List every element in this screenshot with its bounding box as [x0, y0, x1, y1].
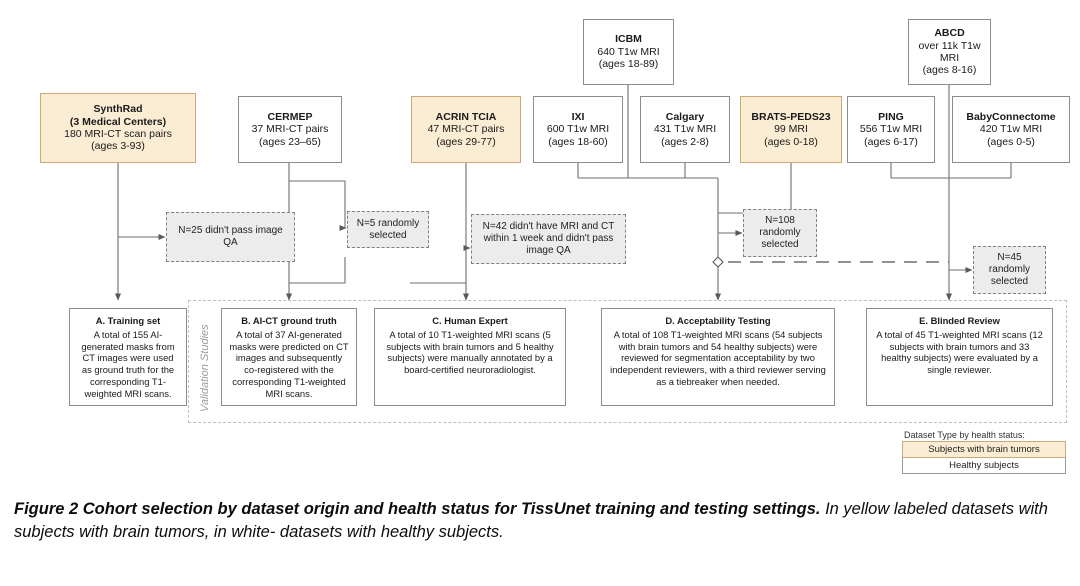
outcome-body: A total of 108 T1-weighted MRI scans (54…: [610, 328, 826, 387]
flowchart-canvas: SynthRad (3 Medical Centers) 180 MRI-CT …: [40, 19, 1070, 474]
outcome-box-ai-ct-ground-truth[interactable]: B. AI-CT ground truth A total of 37 AI-g…: [221, 308, 357, 406]
dataset-count: 600 T1w MRI: [546, 123, 610, 136]
dataset-title: PING: [878, 110, 904, 123]
outcome-body: A total of 37 AI-generated masks were pr…: [229, 328, 349, 399]
dataset-node-abcd[interactable]: ABCD over 11k T1w MRI (ages 8-16): [908, 19, 991, 85]
outcome-body: A total of 45 T1-weighted MRI scans (12 …: [876, 328, 1043, 375]
outcome-title: A. Training set: [95, 315, 161, 326]
dataset-title: BRATS-PEDS23: [751, 110, 831, 123]
dataset-node-acrin-tcia[interactable]: ACRIN TCIA 47 MRI-CT pairs (ages 29-77): [411, 96, 521, 163]
exclusion-box-rand-5[interactable]: N=5 randomly selected: [347, 211, 429, 248]
dataset-node-brats-peds23[interactable]: BRATS-PEDS23 99 MRI (ages 0-18): [740, 96, 842, 163]
exclusion-box-rand-45[interactable]: N=45 randomly selected: [973, 246, 1046, 294]
dataset-ages: (ages 0-18): [764, 135, 818, 148]
dataset-ages: (ages 18-89): [598, 58, 659, 71]
dataset-node-calgary[interactable]: Calgary 431 T1w MRI (ages 2-8): [640, 96, 730, 163]
figure-caption: Figure 2 Cohort selection by dataset ori…: [14, 498, 1066, 545]
legend-swatch-tumor: Subjects with brain tumors: [902, 441, 1066, 458]
caption-bold: Figure 2 Cohort selection by dataset ori…: [14, 500, 821, 518]
validation-studies-group: [188, 300, 1067, 423]
exclusion-box-mri-ct-42[interactable]: N=42 didn't have MRI and CT within 1 wee…: [471, 214, 626, 264]
dataset-ages: (ages 2-8): [661, 135, 709, 148]
dataset-ages: (ages 0-5): [987, 135, 1035, 148]
outcome-body: A total of 10 T1-weighted MRI scans (5 s…: [386, 328, 554, 375]
dataset-node-cermep[interactable]: CERMEP 37 MRI-CT pairs (ages 23–65): [238, 96, 342, 163]
legend-title: Dataset Type by health status:: [904, 430, 1025, 440]
dataset-subtitle: (3 Medical Centers): [69, 115, 167, 128]
dataset-title: ICBM: [615, 33, 642, 46]
dataset-node-icbm[interactable]: ICBM 640 T1w MRI (ages 18-89): [583, 19, 674, 85]
dataset-count: 99 MRI: [774, 123, 808, 136]
dataset-title: ACRIN TCIA: [435, 110, 497, 123]
outcome-title: B. AI-CT ground truth: [241, 315, 337, 326]
validation-studies-label: Validation Studies: [199, 324, 211, 412]
dataset-title: Calgary: [665, 110, 705, 123]
dataset-count: 431 T1w MRI: [653, 123, 717, 136]
outcome-box-training-set[interactable]: A. Training set A total of 155 AI-genera…: [69, 308, 187, 406]
dataset-node-ixi[interactable]: IXI 600 T1w MRI (ages 18-60): [533, 96, 623, 163]
diamond-connector-marker: [712, 256, 724, 268]
dataset-ages: (ages 18-60): [548, 135, 608, 148]
dataset-title: CERMEP: [267, 110, 313, 123]
dataset-ages: (ages 8-16): [922, 64, 977, 77]
legend-swatch-healthy: Healthy subjects: [902, 458, 1066, 474]
dataset-ages: (ages 23–65): [259, 135, 321, 148]
dataset-count: over 11k T1w MRI: [918, 39, 981, 64]
outcome-box-acceptability-testing[interactable]: D. Acceptability Testing A total of 108 …: [601, 308, 835, 406]
legend: Dataset Type by health status: Subjects …: [902, 430, 1066, 474]
outcome-title: C. Human Expert: [432, 315, 508, 326]
dataset-title: IXI: [571, 110, 585, 123]
dataset-count: 640 T1w MRI: [597, 45, 660, 58]
dataset-title: BabyConnectome: [966, 110, 1056, 123]
caption-rest: In yellow labeled datasets with subjects…: [14, 500, 1048, 542]
exclusion-box-qa-25[interactable]: N=25 didn't pass image QA: [166, 212, 295, 262]
dataset-count: 556 T1w MRI: [859, 123, 923, 136]
dataset-title: ABCD: [934, 27, 965, 40]
outcome-title: D. Acceptability Testing: [665, 315, 771, 326]
dataset-count: 180 MRI-CT scan pairs: [64, 128, 172, 140]
dataset-node-babyconnectome[interactable]: BabyConnectome 420 T1w MRI (ages 0-5): [952, 96, 1070, 163]
dataset-title: SynthRad: [93, 103, 143, 116]
dataset-ages: (ages 3-93): [91, 140, 145, 153]
dataset-count: 420 T1w MRI: [979, 123, 1043, 136]
dataset-node-synthrad[interactable]: SynthRad (3 Medical Centers) 180 MRI-CT …: [40, 93, 196, 163]
outcome-box-blinded-review[interactable]: E. Blinded Review A total of 45 T1-weigh…: [866, 308, 1053, 406]
dataset-ages: (ages 29-77): [436, 135, 496, 148]
outcome-body: A total of 155 AI-generated masks from C…: [81, 328, 175, 399]
dataset-count: 37 MRI-CT pairs: [251, 123, 329, 136]
dataset-node-ping[interactable]: PING 556 T1w MRI (ages 6-17): [847, 96, 935, 163]
outcome-title: E. Blinded Review: [919, 315, 1000, 326]
outcome-box-human-expert[interactable]: C. Human Expert A total of 10 T1-weighte…: [374, 308, 566, 406]
exclusion-box-rand-108[interactable]: N=108 randomly selected: [743, 209, 817, 257]
dataset-ages: (ages 6-17): [864, 135, 918, 148]
dataset-count: 47 MRI-CT pairs: [427, 123, 505, 136]
